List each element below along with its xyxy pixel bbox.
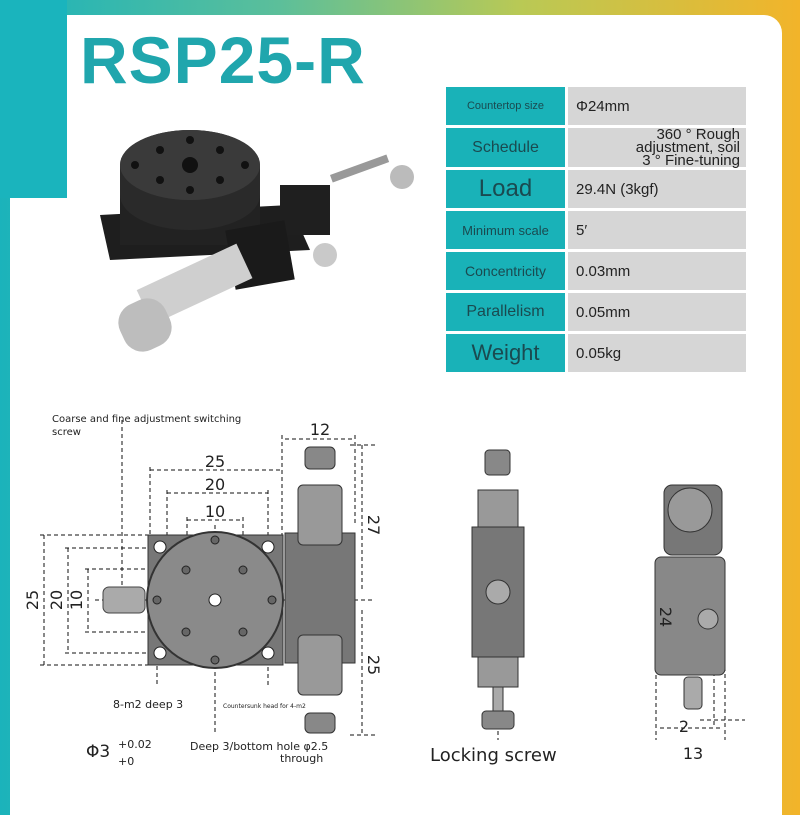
spec-label: Concentricity <box>446 252 568 290</box>
label-deep3: Deep 3/bottom hole φ2.5 <box>190 740 328 753</box>
spec-value-line1: 360 ° Rough adjustment, soil <box>635 126 740 156</box>
label-countersunk: Countersunk head for 4-m2 <box>223 703 306 710</box>
spec-value-line2: 3 ° Fine-tuning <box>642 152 740 169</box>
dim-25b: 25 <box>364 655 383 675</box>
dim-13: 13 <box>683 744 703 763</box>
spec-value: 29.4N (3kgf) <box>568 170 746 208</box>
dim-27: 27 <box>364 515 383 535</box>
dim-v20: 20 <box>47 590 66 610</box>
spec-label: Weight <box>446 334 568 372</box>
spec-label: Minimum scale <box>446 211 568 249</box>
spec-value: 5′ <box>568 211 746 249</box>
title-accent-block <box>0 0 67 198</box>
product-photo <box>100 130 414 352</box>
label-switch-screw-2: screw <box>52 427 81 438</box>
label-locking-screw: Locking screw <box>430 745 557 766</box>
label-through: through <box>280 752 323 765</box>
label-tol-zero: +0 <box>118 755 134 768</box>
spec-value: Φ24mm <box>568 87 746 125</box>
dim-25: 25 <box>205 452 225 471</box>
spec-label: Countertop size <box>446 87 568 125</box>
spec-label: Parallelism <box>446 293 568 331</box>
spec-value: 0.05kg <box>568 334 746 372</box>
dim-v10: 10 <box>67 590 86 610</box>
spec-label: Load <box>446 170 568 208</box>
dim-12: 12 <box>310 420 330 439</box>
dim-24: 24 <box>656 607 675 627</box>
dim-20: 20 <box>205 475 225 494</box>
technical-drawing: Coarse and fine adjustment switching scr… <box>23 414 745 768</box>
label-tol-plus: +0.02 <box>118 738 152 751</box>
spec-label: Schedule <box>446 128 568 167</box>
label-holes: 8-m2 deep 3 <box>113 698 183 711</box>
spec-value: 0.03mm <box>568 252 746 290</box>
dim-v25: 25 <box>23 590 42 610</box>
product-title: RSP25-R <box>80 23 366 97</box>
label-phi3: Φ3 <box>86 742 110 762</box>
label-switch-screw: Coarse and fine adjustment switching <box>52 414 241 425</box>
dim-10: 10 <box>205 502 225 521</box>
dim-2: 2 <box>679 717 689 736</box>
spec-value: 0.05mm <box>568 293 746 331</box>
